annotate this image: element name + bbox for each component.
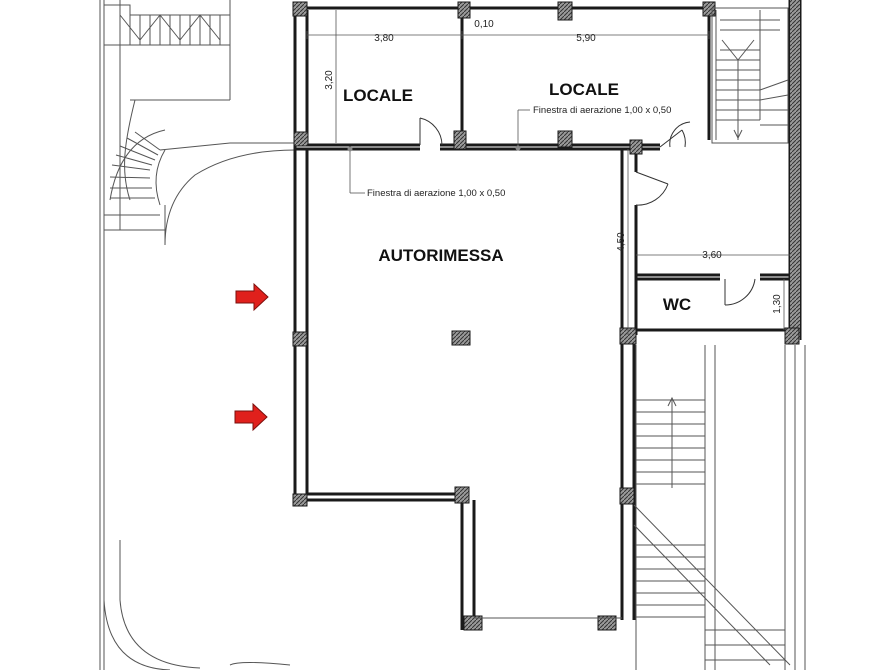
room-label-locale-1: LOCALE xyxy=(343,86,413,105)
note-window-locale: Finestra di aerazione 1,00 x 0,50 xyxy=(533,105,671,116)
note-window-autorimessa: Finestra di aerazione 1,00 x 0,50 xyxy=(367,188,505,199)
main-walls xyxy=(293,0,802,630)
dim-height-locale: 3,20 xyxy=(324,70,335,90)
outer-wall-hatch xyxy=(790,0,800,340)
doors xyxy=(419,117,756,306)
dim-height-corridor: 4,50 xyxy=(616,232,627,252)
dimension-lines xyxy=(306,10,790,335)
dim-height-wc: 1,30 xyxy=(772,294,783,314)
dim-width-locale-1: 3,80 xyxy=(374,33,394,44)
upper-right-stair xyxy=(711,7,789,144)
dim-width-locale-2: 5,90 xyxy=(576,33,596,44)
room-label-locale-2: LOCALE xyxy=(549,80,619,99)
red-arrow-icon xyxy=(234,402,268,432)
pillars xyxy=(292,1,800,631)
lower-right-stair xyxy=(474,345,806,670)
red-arrow-icon xyxy=(235,282,269,312)
left-outer-area xyxy=(99,0,296,670)
room-label-wc: WC xyxy=(663,295,691,314)
room-label-autorimessa: AUTORIMESSA xyxy=(378,246,503,265)
dim-width-wc: 3,60 xyxy=(702,250,722,261)
dim-wall-gap: 0,10 xyxy=(474,19,494,30)
window-markers xyxy=(347,145,521,152)
